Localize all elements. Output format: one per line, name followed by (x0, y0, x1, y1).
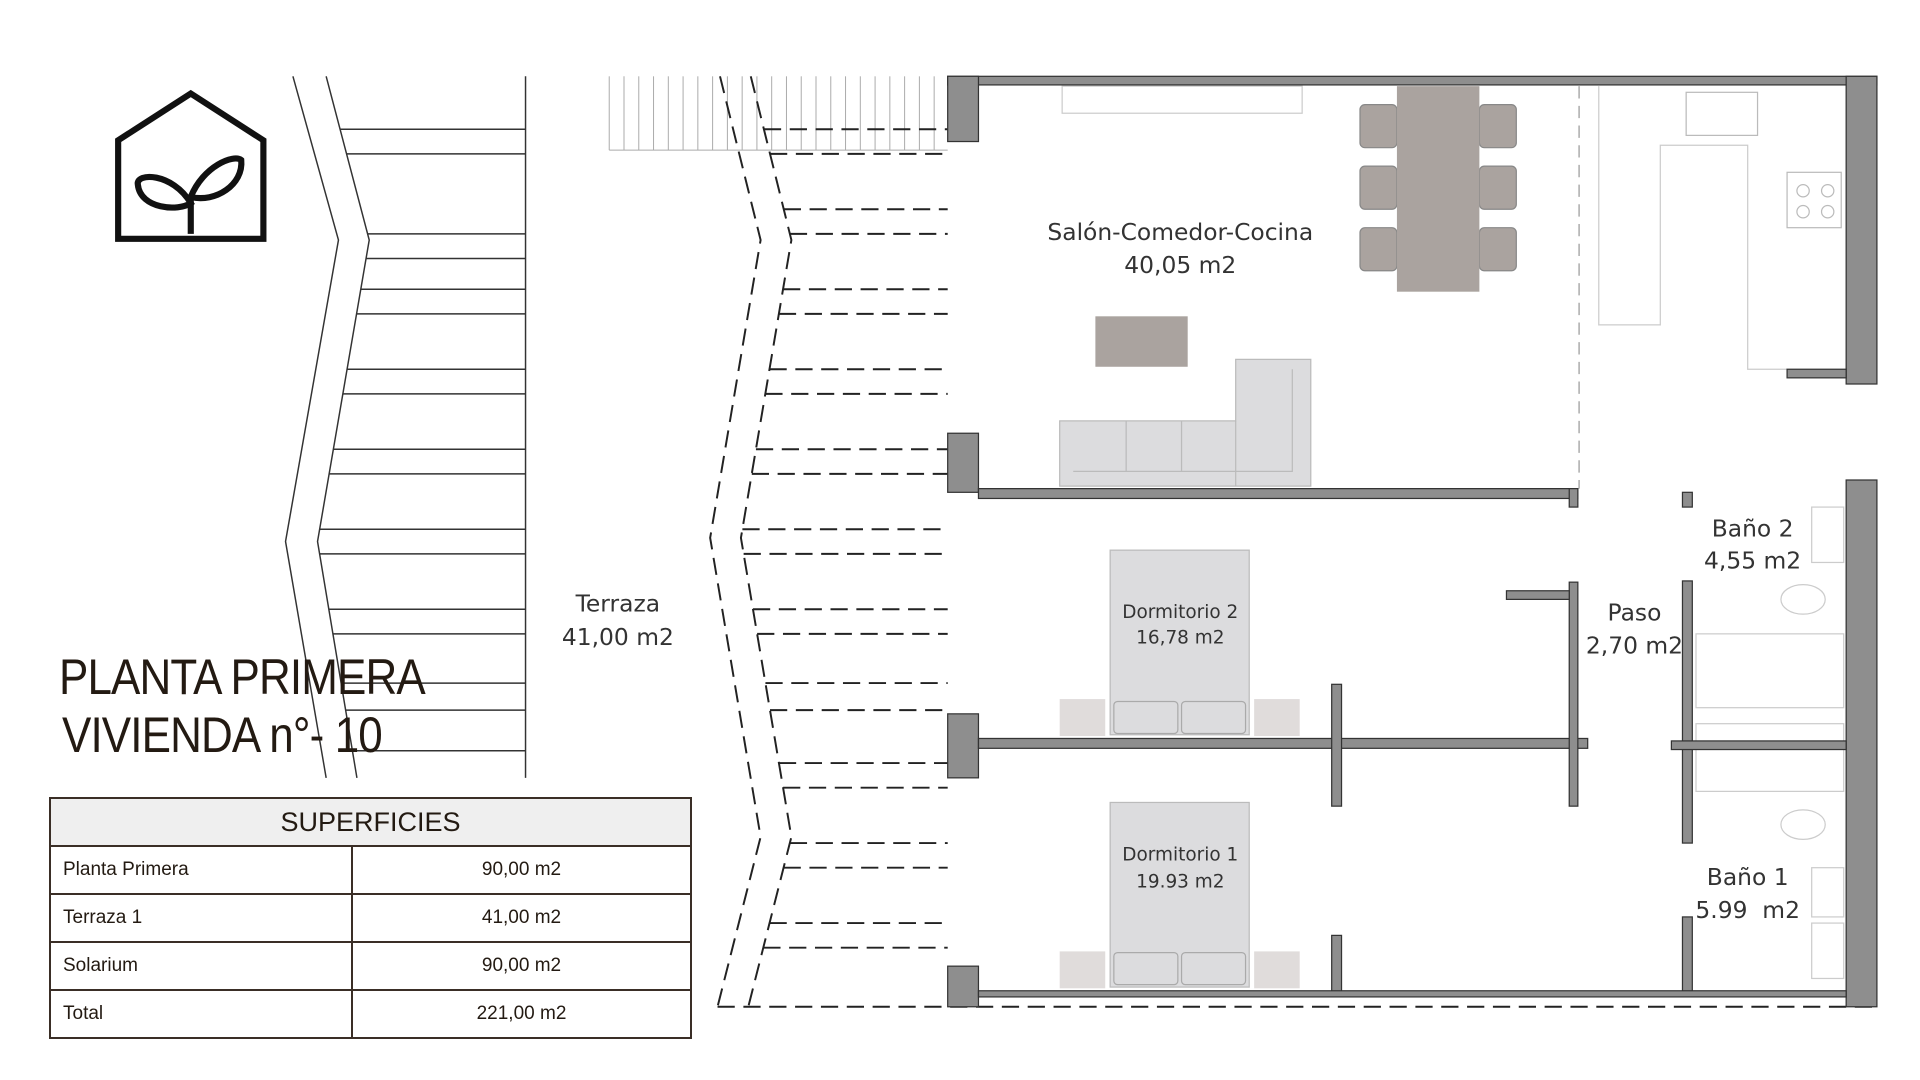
room-name-bano1: Baño 1 (1707, 863, 1789, 891)
furniture (1059, 85, 1845, 989)
plan-subtitle: VIVIENDA n°- 10 (62, 707, 383, 763)
room-name-dormitorio1: Dormitorio 1 (1122, 844, 1238, 865)
room-area-dormitorio2: 16,78 m2 (1136, 628, 1224, 649)
room-name-dormitorio2: Dormitorio 2 (1122, 602, 1238, 623)
room-area-bano2: 4,55 m2 (1704, 547, 1801, 575)
room-area-dormitorio1: 19.93 m2 (1136, 871, 1224, 892)
room-name-paso: Paso (1608, 598, 1662, 626)
row-value: 41,00 m2 (351, 893, 692, 943)
room-name-bano2: Baño 2 (1712, 515, 1794, 543)
row-value: 90,00 m2 (351, 941, 692, 991)
room-name-salon: Salón-Comedor-Cocina (1047, 218, 1313, 246)
house-leaf-logo-icon (115, 89, 267, 242)
row-value: 90,00 m2 (351, 845, 692, 895)
room-name-terraza: Terraza (575, 590, 660, 618)
room-area-terraza: 41,00 m2 (562, 623, 674, 651)
room-area-salon: 40,05 m2 (1124, 251, 1236, 279)
plan-title: PLANTA PRIMERA (59, 649, 426, 705)
terrace-hatch (608, 76, 948, 151)
row-label: Terraza 1 (49, 893, 353, 943)
walls (947, 75, 1878, 1008)
room-area-bano1: 5.99 m2 (1695, 896, 1800, 924)
terrace-dashed-outline (709, 76, 1877, 1008)
row-label: Planta Primera (49, 845, 353, 895)
stairs (284, 76, 527, 778)
room-area-paso: 2,70 m2 (1586, 632, 1683, 660)
row-label: Total (49, 989, 353, 1039)
row-value: 221,00 m2 (351, 989, 692, 1039)
surfaces-table-header: SUPERFICIES (49, 797, 692, 847)
row-label: Solarium (49, 941, 353, 991)
